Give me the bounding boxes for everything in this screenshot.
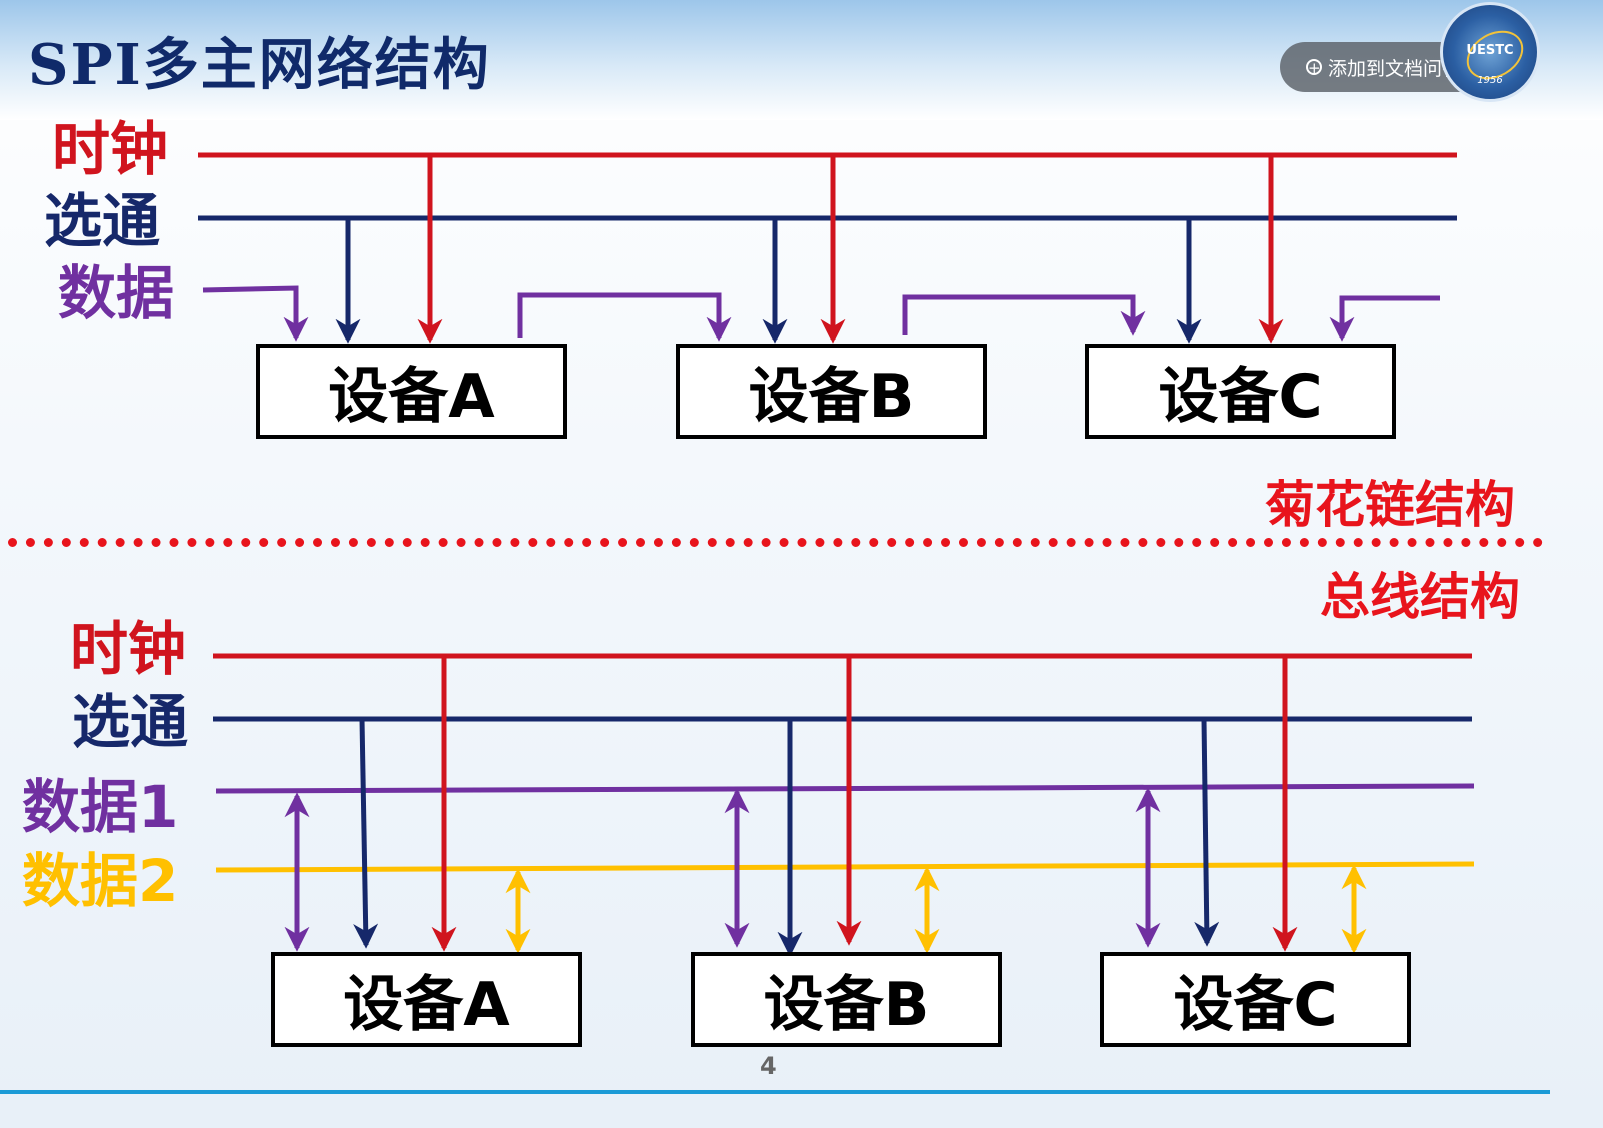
logo-year: 1956 bbox=[1477, 75, 1503, 86]
add-to-doc-qa-label: 添加到文档问答 bbox=[1328, 57, 1462, 80]
bottom-data2-label: 数据2 bbox=[22, 847, 179, 915]
logo-text: UESTC bbox=[1466, 43, 1514, 58]
top-clock-label: 时钟 bbox=[52, 115, 169, 183]
bottom-device-a: 设备A bbox=[271, 952, 582, 1047]
top-data-in-a bbox=[202, 285, 309, 342]
bottom-select-drop-c bbox=[1194, 718, 1220, 947]
bottom-data2-bus bbox=[215, 861, 1475, 873]
bottom-clock-label: 时钟 bbox=[70, 615, 187, 683]
top-data-a-to-b bbox=[517, 292, 732, 342]
page-number: 4 bbox=[760, 1052, 777, 1080]
bottom-data1-bus bbox=[215, 783, 1475, 794]
bottom-select-drop-a bbox=[353, 718, 379, 949]
bottom-select-label: 选通 bbox=[72, 688, 189, 756]
top-device-c: 设备C bbox=[1085, 344, 1396, 439]
top-select-label: 选通 bbox=[44, 187, 161, 255]
top-data-b-to-c bbox=[902, 294, 1146, 336]
bottom-device-b: 设备B bbox=[691, 952, 1002, 1047]
university-logo-icon: UESTC 1956 bbox=[1440, 2, 1540, 102]
slide-title: SPI多主网络结构 bbox=[28, 32, 491, 98]
top-device-a: 设备A bbox=[256, 344, 567, 439]
top-device-b: 设备B bbox=[676, 344, 987, 439]
bottom-data1-label: 数据1 bbox=[22, 773, 179, 841]
top-data-label: 数据 bbox=[58, 259, 175, 327]
bus-structure-label: 总线结构 bbox=[1320, 568, 1520, 626]
bottom-device-c: 设备C bbox=[1100, 952, 1411, 1047]
top-data-into-c bbox=[1329, 295, 1440, 342]
footer-rule bbox=[0, 1090, 1550, 1094]
daisy-chain-label: 菊花链结构 bbox=[1265, 476, 1515, 534]
plus-circle-icon: + bbox=[1306, 59, 1322, 77]
section-divider bbox=[8, 538, 1543, 547]
